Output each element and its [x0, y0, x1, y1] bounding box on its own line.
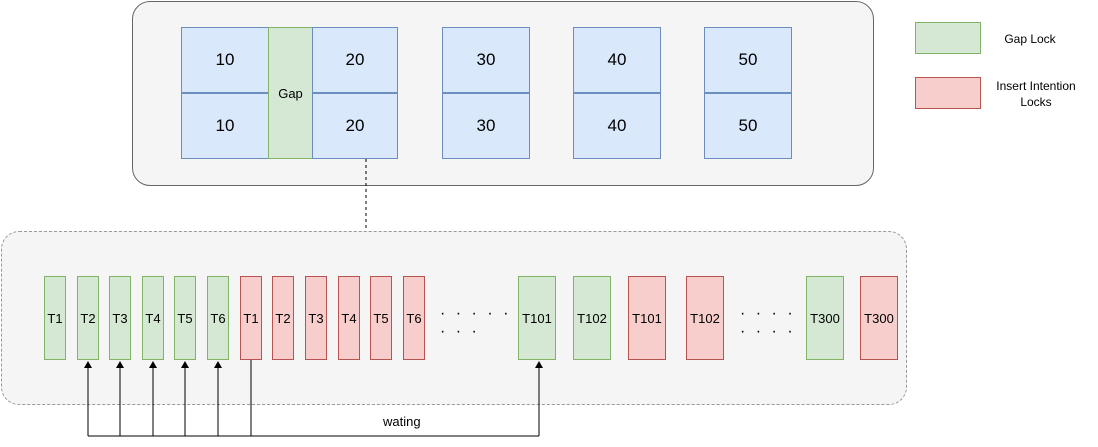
record-40-top: 40: [573, 27, 661, 93]
gap-lock-T1: T1: [44, 276, 66, 360]
legend-gap-lock-label: Gap Lock: [1004, 32, 1056, 46]
record-20-top: 20: [312, 27, 398, 93]
arrowhead-T4: [149, 361, 157, 368]
gap-lock-T101: T101: [518, 276, 556, 360]
arrowhead-T101: [535, 361, 543, 368]
legend-insert-intention-label: Insert Intention Locks: [996, 79, 1076, 109]
gap-lock-T4: T4: [142, 276, 164, 360]
record-30-top: 30: [442, 27, 530, 93]
legend-insert-intention-swatch: [915, 77, 981, 109]
arrowhead-T3: [116, 361, 124, 368]
insert-intention-T101: T101: [628, 276, 666, 360]
insert-intention-T1: T1: [240, 276, 262, 360]
arrowhead-T6: [214, 361, 222, 368]
insert-intention-T300: T300: [860, 276, 898, 360]
insert-intention-T6: T6: [403, 276, 425, 360]
record-20-bottom: 20: [312, 93, 398, 159]
record-40-bottom: 40: [573, 93, 661, 159]
record-30-bottom: 30: [442, 93, 530, 159]
gap-lock-T2: T2: [77, 276, 99, 360]
legend-gap-lock-swatch: [915, 22, 981, 54]
insert-intention-T2: T2: [272, 276, 294, 360]
record-50-bottom: 50: [704, 93, 792, 159]
ellipsis-1: · · · · · · · ·: [440, 305, 512, 340]
gap-cell: Gap: [268, 27, 313, 159]
gap-lock-T5: T5: [174, 276, 196, 360]
gap-lock-T102: T102: [573, 276, 611, 360]
insert-intention-T102: T102: [686, 276, 724, 360]
arrowhead-T5: [181, 361, 189, 368]
insert-intention-T4: T4: [338, 276, 360, 360]
ellipsis-2: · · · · · · · ·: [740, 305, 796, 340]
record-50-top: 50: [704, 27, 792, 93]
insert-intention-T3: T3: [305, 276, 327, 360]
gap-lock-T300: T300: [806, 276, 844, 360]
arrowhead-T2: [84, 361, 92, 368]
insert-intention-T5: T5: [370, 276, 392, 360]
gap-lock-T6: T6: [207, 276, 229, 360]
gap-lock-T3: T3: [109, 276, 131, 360]
waiting-label: wating: [383, 414, 421, 429]
record-10-top: 10: [181, 27, 269, 93]
